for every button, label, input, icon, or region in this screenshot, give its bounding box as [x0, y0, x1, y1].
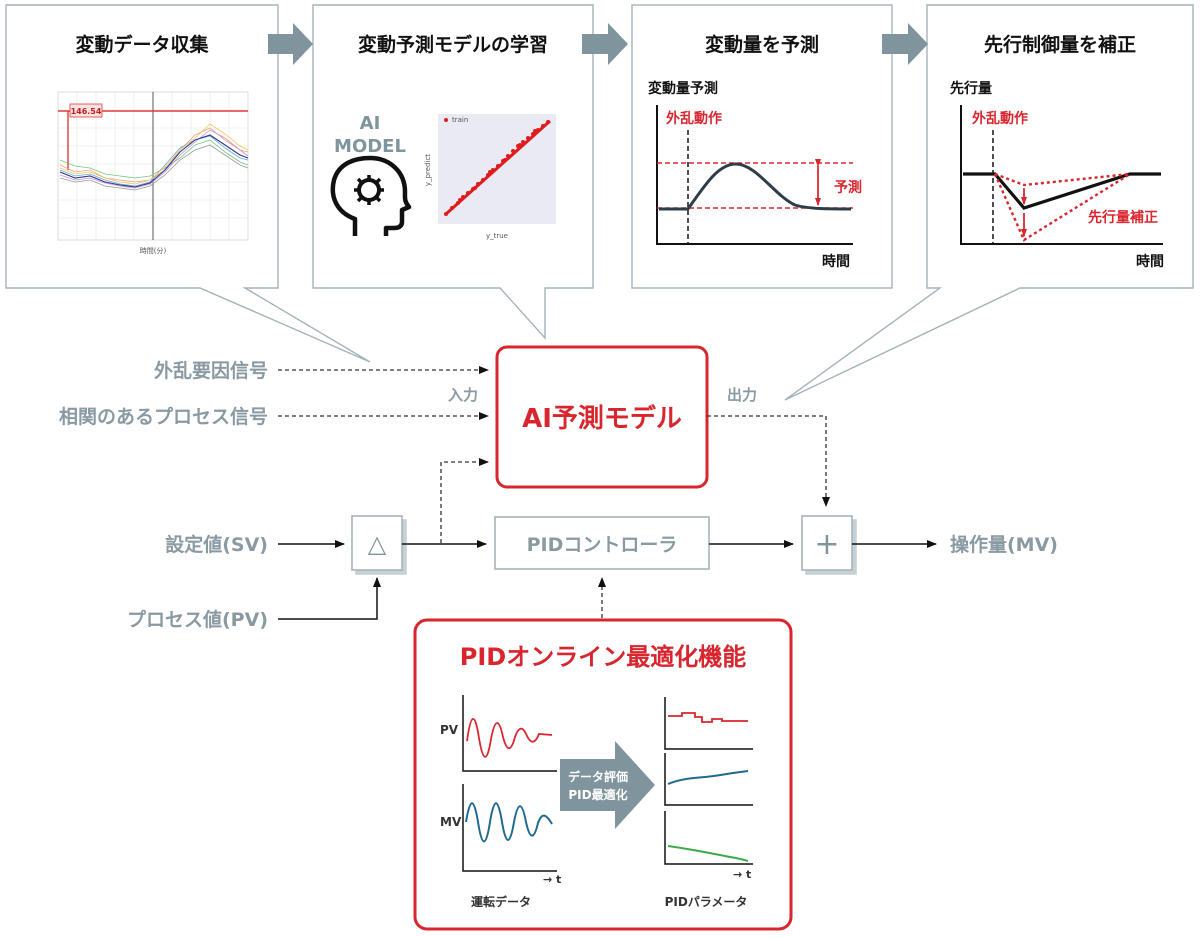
- left-caption: 運転データ: [471, 894, 531, 909]
- ai-model-label: AI予測モデル: [522, 403, 682, 434]
- collect-chart-value: 146.54: [71, 107, 102, 116]
- error-to-ai-arrow: [440, 458, 489, 543]
- panel-learn-title: 変動予測モデルの学習: [358, 33, 548, 56]
- ai-model-box: AI予測モデル: [495, 345, 709, 489]
- left-time-label: → t: [543, 873, 561, 886]
- pid-controller-label: PIDコントローラ: [527, 534, 678, 556]
- pv-chart-label: PV: [440, 723, 459, 737]
- arrow-predict-to-correct: [882, 23, 928, 65]
- delta-symbol: △: [368, 530, 387, 558]
- correct-disturbance: 外乱動作: [972, 110, 1028, 127]
- setpoint-label: 設定値(SV): [165, 533, 268, 556]
- eval-arrow: データ評価 PID最適化: [560, 741, 655, 829]
- predict-label: 予測: [834, 179, 862, 196]
- eval-arrow-line2: PID最適化: [568, 787, 627, 802]
- disturbance-signal-label: 外乱要因信号: [154, 359, 268, 382]
- arrow-learn-to-predict: [582, 23, 628, 65]
- panel-predict-title: 変動量を予測: [705, 33, 819, 56]
- ai-output-arrow: [707, 415, 830, 507]
- operation-data-charts: PV MV → t 運転データ: [440, 695, 561, 909]
- ai-label-line1: AI: [360, 113, 381, 134]
- process-signal-label: 相関のあるプロセス信号: [59, 405, 268, 428]
- optimizer-title: PIDオンライン最適化機能: [460, 643, 746, 671]
- predict-ylabel: 変動量予測: [648, 80, 718, 97]
- scatter-legend: train: [452, 116, 468, 124]
- eval-arrow-line1: データ評価: [568, 769, 628, 784]
- correct-ylabel: 先行量: [950, 80, 992, 97]
- pid-controller-block: PIDコントローラ: [494, 516, 710, 570]
- mv-output-label: 操作量(MV): [950, 533, 1058, 556]
- panel-collect-title: 変動データ収集: [75, 33, 209, 56]
- learn-content: AI MODEL train y_true y_predict: [330, 113, 556, 240]
- pid-parameter-charts: → t PIDパラメータ: [664, 697, 753, 909]
- right-caption: PIDパラメータ: [665, 895, 748, 909]
- delta-block: [351, 515, 403, 571]
- correct-label: 先行量補正: [1088, 209, 1158, 226]
- panel-correct-title: 先行制御量を補正: [984, 33, 1136, 56]
- ai-input-label: 入力: [448, 386, 478, 404]
- correct-xlabel: 時間: [1136, 253, 1164, 270]
- scatter-xaxis: y_true: [486, 232, 508, 240]
- ai-label-line2: MODEL: [334, 136, 406, 157]
- pv-arrow: [278, 577, 381, 620]
- plus-block: [801, 515, 853, 571]
- pv-label: プロセス値(PV): [127, 608, 268, 631]
- ai-output-label: 出力: [727, 386, 757, 404]
- right-time-label: → t: [733, 868, 751, 881]
- plus-symbol: +: [814, 527, 839, 562]
- collect-chart-xaxis: 時間(分): [140, 246, 167, 255]
- panel-predict: 変動量を予測: [631, 4, 893, 289]
- correct-chart: 先行量 外乱動作 先行量補正 時間: [950, 80, 1164, 270]
- collect-chart: 146.54 時間(分): [57, 91, 249, 255]
- predict-xlabel: 時間: [822, 253, 850, 270]
- head-gear-icon: [330, 155, 412, 236]
- predict-disturbance: 外乱動作: [666, 110, 722, 127]
- mv-chart-label: MV: [440, 815, 462, 829]
- predict-chart: 変動量予測 外乱動作 予測 時間: [648, 80, 862, 270]
- arrow-collect-to-learn: [268, 23, 313, 65]
- scatter-yaxis: y_predict: [424, 154, 432, 186]
- panel-correct: 先行制御量を補正: [784, 4, 1194, 401]
